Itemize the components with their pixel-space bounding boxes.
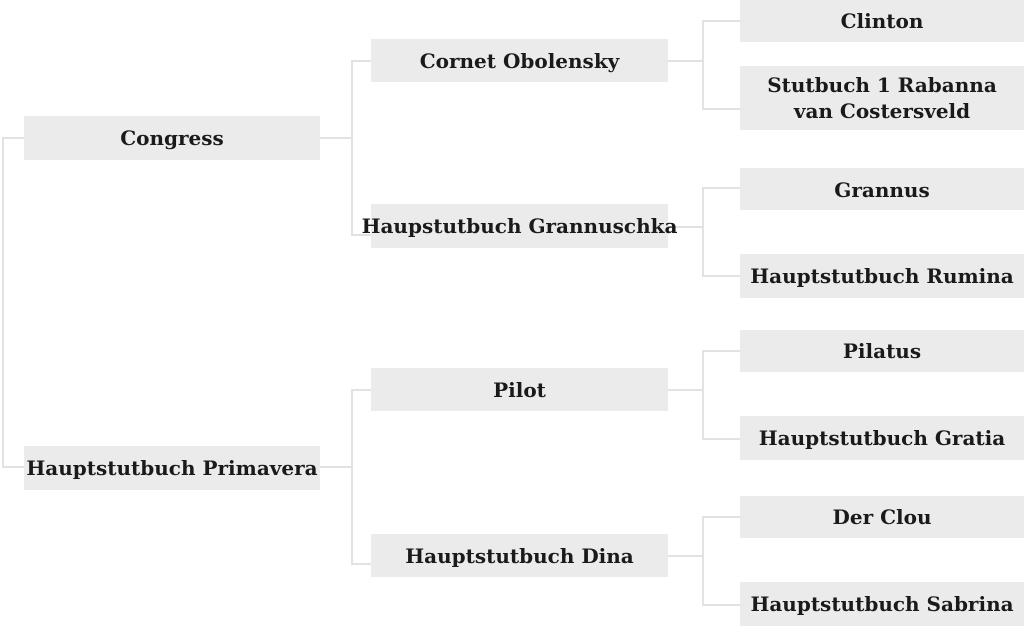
connector-line — [702, 20, 740, 22]
connector-line — [702, 187, 740, 189]
great-granddam-node: Hauptstutbuch Gratia — [740, 416, 1024, 460]
connector-line — [702, 108, 740, 110]
great-grandsire-node: Clinton — [740, 0, 1024, 42]
connector-line — [351, 60, 371, 62]
dam-node: Hauptstutbuch Primavera — [24, 446, 320, 490]
connector-line — [2, 137, 4, 468]
horse-name: Hauptstutbuch Sabrina — [750, 592, 1014, 616]
connector-line — [702, 350, 704, 440]
connector-line — [668, 389, 703, 391]
connector-line — [351, 234, 371, 236]
great-granddam-node: Stutbuch 1 Rabanna van Costersveld — [740, 66, 1024, 130]
horse-name: Hauptstutbuch Gratia — [758, 426, 1006, 450]
horse-name: Der Clou — [832, 505, 932, 529]
connector-line — [668, 60, 703, 62]
granddam-node: Hauptstutbuch Dina — [371, 534, 668, 577]
horse-name: Pilatus — [842, 339, 922, 363]
horse-name: Grannus — [834, 178, 930, 202]
granddam-node: Haupstutbuch Grannuschka — [362, 204, 677, 248]
connector-line — [668, 555, 703, 557]
horse-name: Haupstutbuch Grannuschka — [361, 214, 678, 238]
connector-line — [351, 60, 353, 236]
horse-name: Congress — [120, 126, 224, 150]
connector-line — [2, 466, 24, 468]
connector-line — [702, 275, 740, 277]
connector-line — [320, 466, 352, 468]
connector-line — [2, 137, 24, 139]
horse-name: Cornet Obolensky — [419, 48, 620, 73]
connector-line — [320, 137, 352, 139]
connector-line — [351, 563, 371, 565]
connector-line — [702, 604, 740, 606]
grandsire-node: Cornet Obolensky — [371, 39, 668, 82]
horse-name: Hauptstutbuch Dina — [405, 543, 634, 568]
horse-name: Pilot — [493, 377, 546, 402]
great-grandsire-node: Der Clou — [740, 496, 1024, 538]
great-grandsire-node: Pilatus — [740, 330, 1024, 372]
connector-line — [702, 187, 704, 277]
horse-name: Hauptstutbuch Primavera — [26, 456, 318, 480]
great-grandsire-node: Grannus — [740, 168, 1024, 210]
sire-node: Congress — [24, 116, 320, 160]
connector-line — [702, 20, 704, 110]
connector-line — [702, 516, 740, 518]
horse-name: Hauptstutbuch Rumina — [750, 264, 1014, 288]
connector-line — [668, 226, 703, 228]
connector-line — [351, 389, 353, 565]
connector-line — [702, 350, 740, 352]
connector-line — [702, 438, 740, 440]
great-granddam-node: Hauptstutbuch Sabrina — [740, 582, 1024, 626]
connector-line — [351, 389, 371, 391]
grandsire-node: Pilot — [371, 368, 668, 411]
horse-name: Clinton — [840, 9, 924, 33]
great-granddam-node: Hauptstutbuch Rumina — [740, 254, 1024, 298]
connector-line — [702, 516, 704, 606]
horse-name: Stutbuch 1 Rabanna van Costersveld — [767, 73, 997, 123]
